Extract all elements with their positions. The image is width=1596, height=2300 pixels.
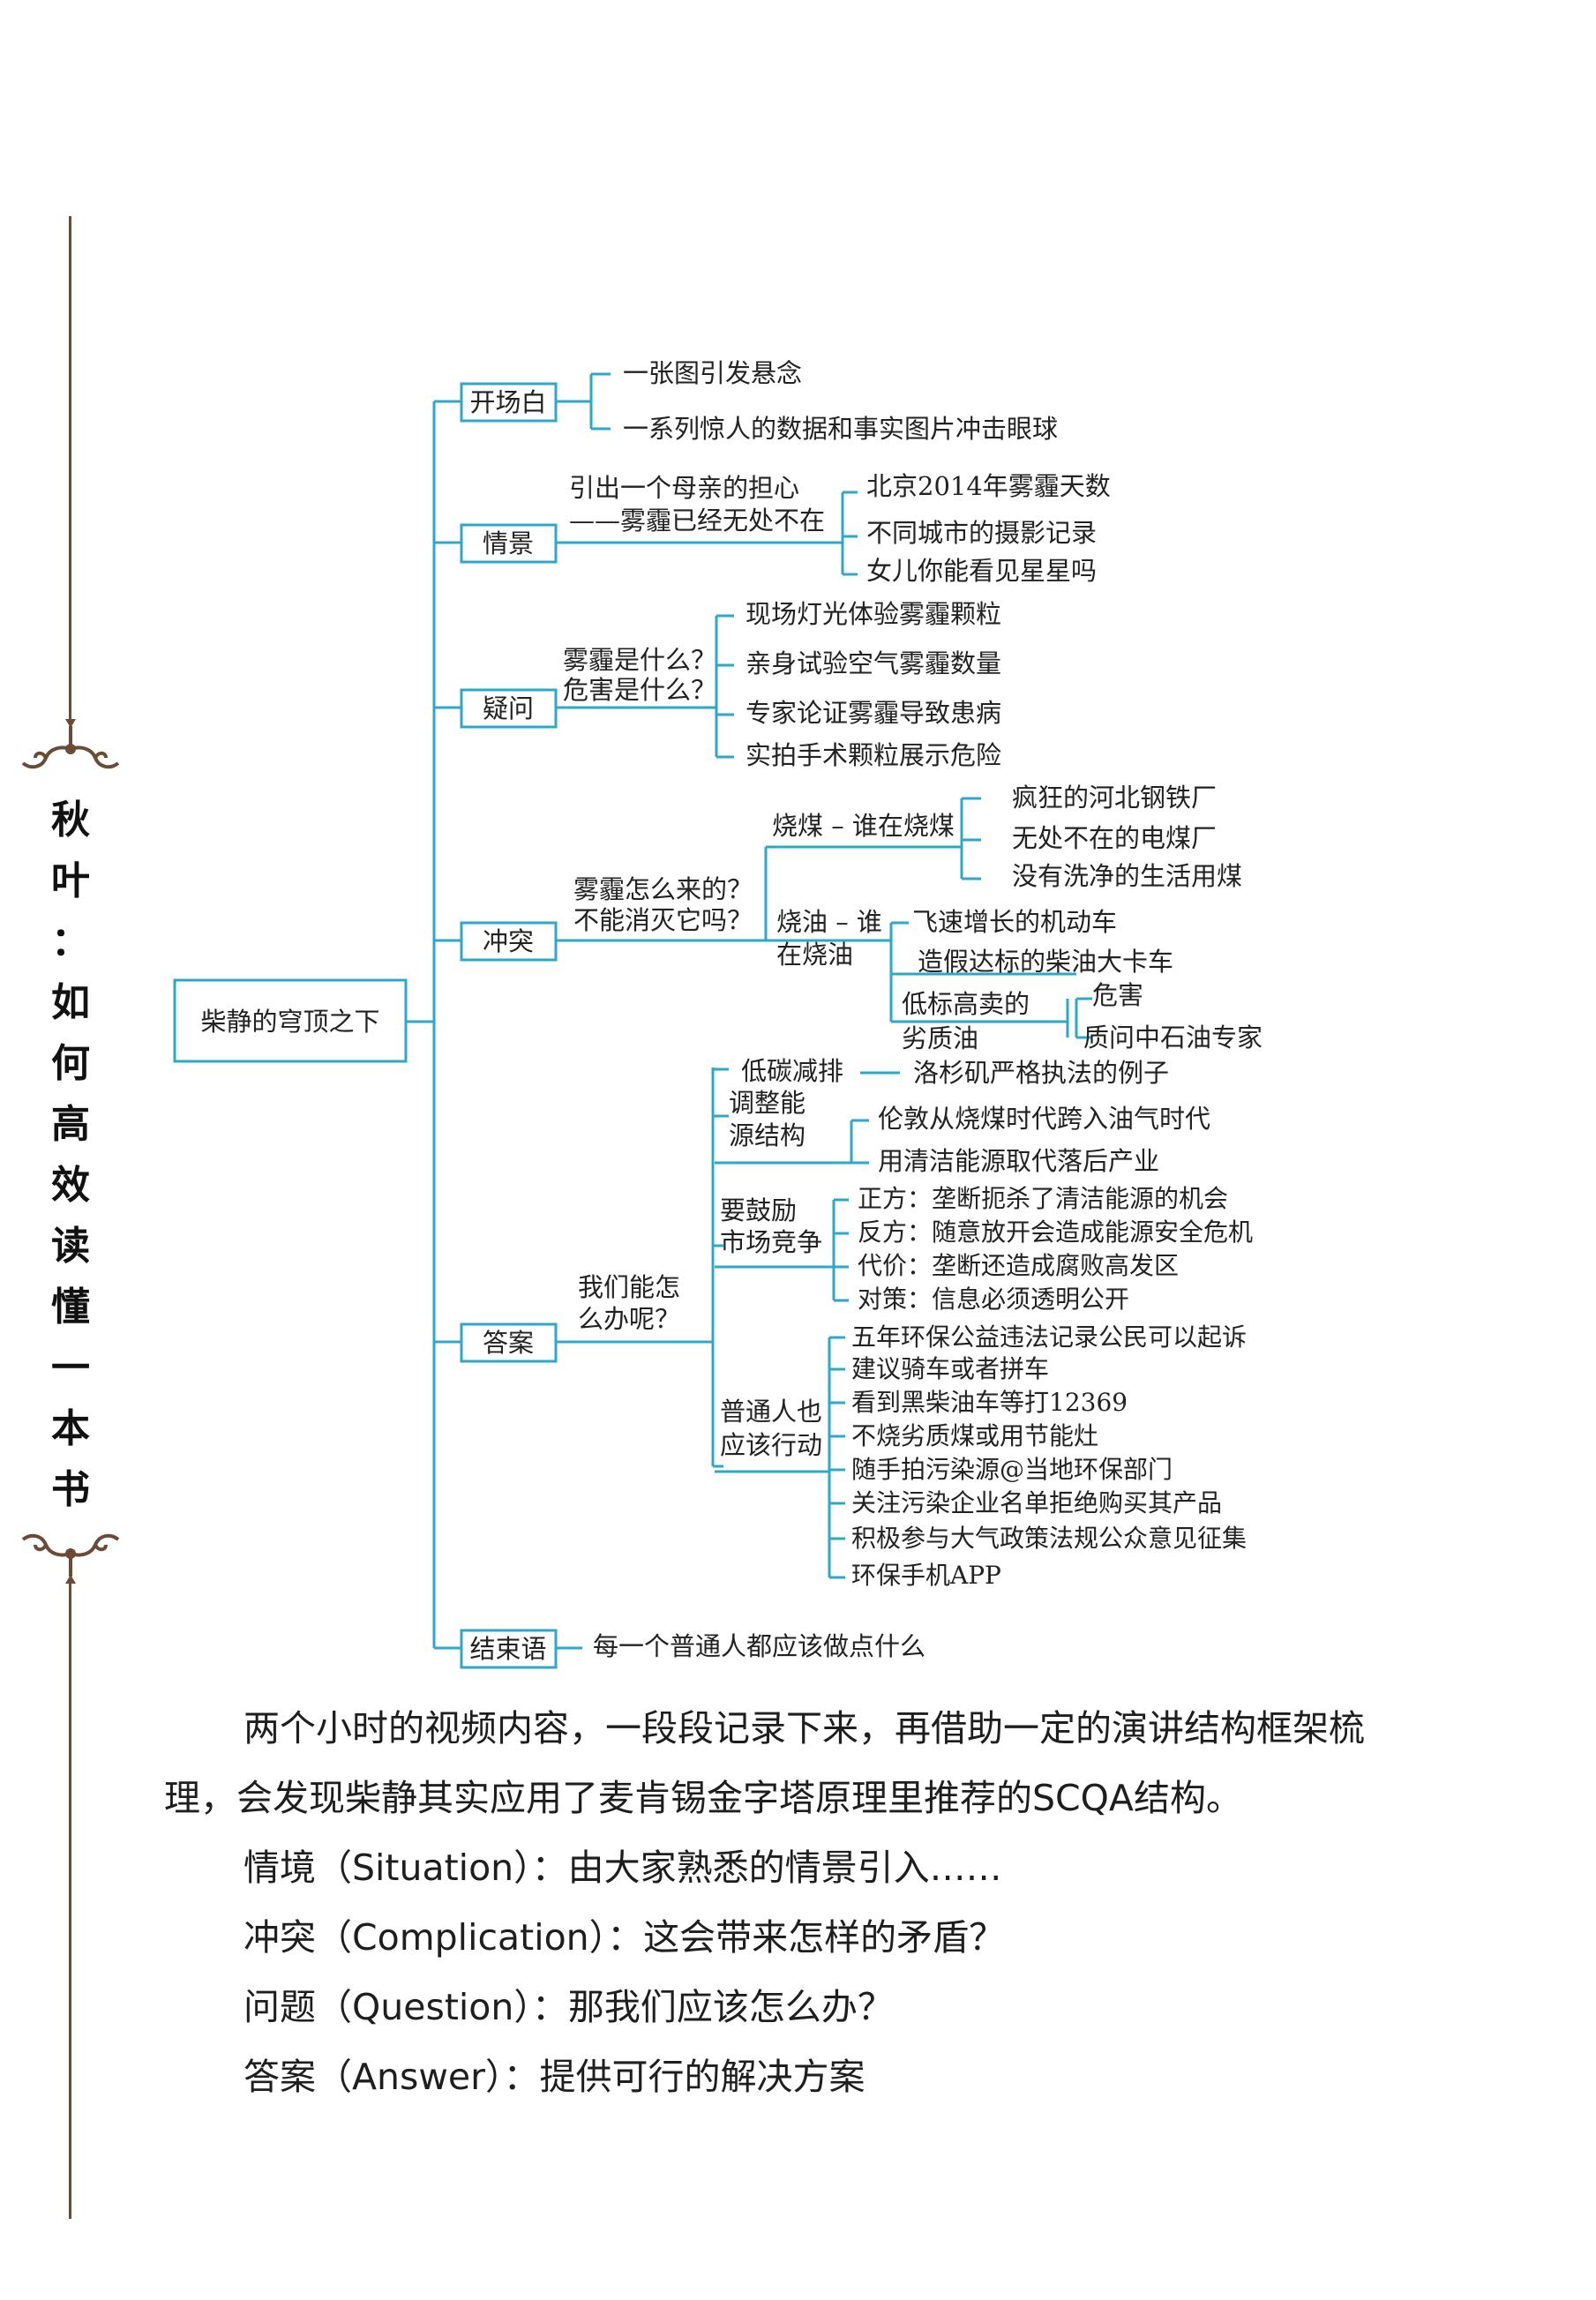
- question-node-box: [460, 688, 558, 729]
- coal-item: 疯狂的河北钢铁厂: [1012, 783, 1217, 813]
- structure-label: 调整能: [729, 1088, 805, 1118]
- oil-item: 造假达标的柴油大卡车: [918, 947, 1173, 977]
- coal-label: 烧煤 – 谁在烧煤: [772, 811, 955, 841]
- coal-item: 无处不在的电煤厂: [1012, 823, 1217, 853]
- scqa-question: 问题（Question）：那我们应该怎么办？: [244, 1986, 894, 2028]
- oil-label: 烧油 – 谁: [776, 907, 882, 937]
- people-label: 应该行动: [720, 1430, 822, 1460]
- question-item: 现场灯光体验雾霾颗粒: [746, 599, 1001, 629]
- side-title-char: 读: [51, 1224, 90, 1269]
- side-title-char: 秋: [51, 798, 90, 843]
- people-item: 五年环保公益违法记录公民可以起诉: [851, 1322, 1247, 1352]
- low-carbon-item: 洛杉矶严格执法的例子: [913, 1058, 1169, 1088]
- root-node: 柴静的穹顶之下: [200, 1007, 379, 1037]
- people-item: 关注污染企业名单拒绝购买其产品: [851, 1488, 1222, 1517]
- mind-map: 柴静的穹顶之下 开场白 情景 疑问 冲突 答案 结束语 一张图引发悬念 一系列惊…: [173, 358, 1263, 1669]
- side-vertical-title: 秋 叶 ： 如 何 高 效 读 懂 一 本 书: [42, 790, 99, 1520]
- market-item: 代价：垄断还造成腐败高发区: [858, 1251, 1179, 1280]
- ending-node-box: [460, 1629, 558, 1669]
- market-label: 市场竞争: [720, 1227, 822, 1257]
- people-item: 不烧劣质煤或用节能灶: [851, 1421, 1098, 1450]
- question-node: 疑问: [483, 693, 534, 723]
- ending-item: 每一个普通人都应该做点什么: [593, 1631, 925, 1661]
- people-item: 积极参与大气政策法规公众意见征集: [851, 1524, 1247, 1553]
- low-quality-oil-label: 劣质油: [902, 1023, 978, 1053]
- situation-sub-label: ——雾霾已经无处不在: [569, 506, 825, 536]
- body-text: 两个小时的视频内容，一段段记录下来，再借助一定的演讲结构框架梳理，会发现柴静其实…: [164, 1694, 1417, 2112]
- conflict-node: 冲突: [483, 926, 534, 956]
- people-item: 看到黑柴油车等打12369: [851, 1388, 1128, 1417]
- people-item: 随手拍污染源@当地环保部门: [851, 1455, 1173, 1484]
- oil-item: 飞速增长的机动车: [912, 907, 1117, 937]
- market-item: 反方：随意放开会造成能源安全危机: [858, 1217, 1253, 1247]
- ending-node: 结束语: [469, 1634, 546, 1664]
- opening-node: 开场白: [469, 387, 546, 417]
- bottom-ornament-icon: [21, 1533, 120, 1584]
- answer-node-box: [460, 1322, 558, 1363]
- side-title-char: 懂: [51, 1285, 90, 1330]
- side-line-top: [69, 216, 71, 719]
- oil-label: 在烧油: [776, 940, 853, 970]
- situation-item: 北京2014年雾霾天数: [866, 471, 1111, 501]
- side-line-bottom: [69, 1584, 71, 2219]
- structure-item: 伦敦从烧煤时代跨入油气时代: [878, 1104, 1210, 1134]
- conflict-node-box: [460, 921, 558, 962]
- side-title-char: 如: [51, 980, 90, 1025]
- low-quality-oil-item: 质问中石油专家: [1083, 1023, 1263, 1053]
- situation-sub-label: 引出一个母亲的担心: [569, 473, 799, 503]
- scqa-answer: 答案（Answer）：提供可行的解决方案: [244, 2056, 865, 2098]
- question-item: 专家论证雾霾导致患病: [746, 698, 1001, 728]
- top-ornament-icon: [21, 719, 120, 769]
- people-item: 环保手机APP: [851, 1561, 1001, 1590]
- answer-sub-label: 么办呢？: [578, 1304, 680, 1334]
- situation-item: 女儿你能看见星星吗: [866, 556, 1097, 586]
- market-item: 对策：信息必须透明公开: [858, 1285, 1129, 1314]
- market-label: 要鼓励: [720, 1195, 797, 1225]
- opening-item: 一系列惊人的数据和事实图片冲击眼球: [623, 414, 1058, 444]
- situation-node: 情景: [483, 528, 534, 558]
- question-sub-label: 危害是什么？: [563, 675, 716, 705]
- side-title-char: 高: [51, 1102, 90, 1147]
- opening-node-box: [460, 382, 558, 423]
- question-sub-label: 雾霾是什么？: [563, 645, 716, 675]
- coal-item: 没有洗净的生活用煤: [1012, 861, 1242, 891]
- side-title-char: 本: [51, 1406, 90, 1451]
- people-item: 建议骑车或者拼车: [851, 1354, 1049, 1383]
- side-title-char: 叶: [51, 858, 90, 903]
- side-title-char: 效: [51, 1163, 90, 1208]
- scqa-situation: 情境（Situation）：由大家熟悉的情景引入……: [244, 1847, 1002, 1889]
- answer-sub-label: 我们能怎: [578, 1272, 680, 1302]
- answer-node: 答案: [483, 1328, 534, 1358]
- low-carbon-label: 低碳减排: [741, 1056, 843, 1086]
- scqa-complication: 冲突（Complication）：这会带来怎样的矛盾？: [244, 1916, 1006, 1959]
- side-title-char: ：: [51, 919, 90, 964]
- conflict-sub-label: 雾霾怎么来的？: [573, 874, 753, 904]
- opening-item: 一张图引发悬念: [623, 358, 802, 388]
- question-item: 亲身试验空气雾霾数量: [746, 648, 1001, 678]
- situation-item: 不同城市的摄影记录: [866, 518, 1097, 548]
- low-quality-oil-label: 低标高卖的: [902, 989, 1030, 1019]
- structure-label: 源结构: [729, 1120, 805, 1150]
- side-title-char: 书: [51, 1467, 90, 1512]
- question-item: 实拍手术颗粒展示危险: [746, 740, 1001, 770]
- people-label: 普通人也: [720, 1397, 822, 1427]
- side-title-char: 何: [51, 1041, 90, 1086]
- side-title-char: 一: [51, 1345, 90, 1390]
- conflict-sub-label: 不能消灭它吗？: [573, 905, 753, 935]
- root-node-box: [173, 978, 408, 1063]
- situation-node-box: [460, 523, 558, 564]
- body-paragraph: 两个小时的视频内容，一段段记录下来，再借助一定的演讲结构框架梳理，会发现柴静其实…: [164, 1707, 1365, 1819]
- market-item: 正方：垄断扼杀了清洁能源的机会: [858, 1184, 1228, 1213]
- structure-item: 用清洁能源取代落后产业: [878, 1146, 1159, 1176]
- low-quality-oil-item: 危害: [1092, 980, 1143, 1010]
